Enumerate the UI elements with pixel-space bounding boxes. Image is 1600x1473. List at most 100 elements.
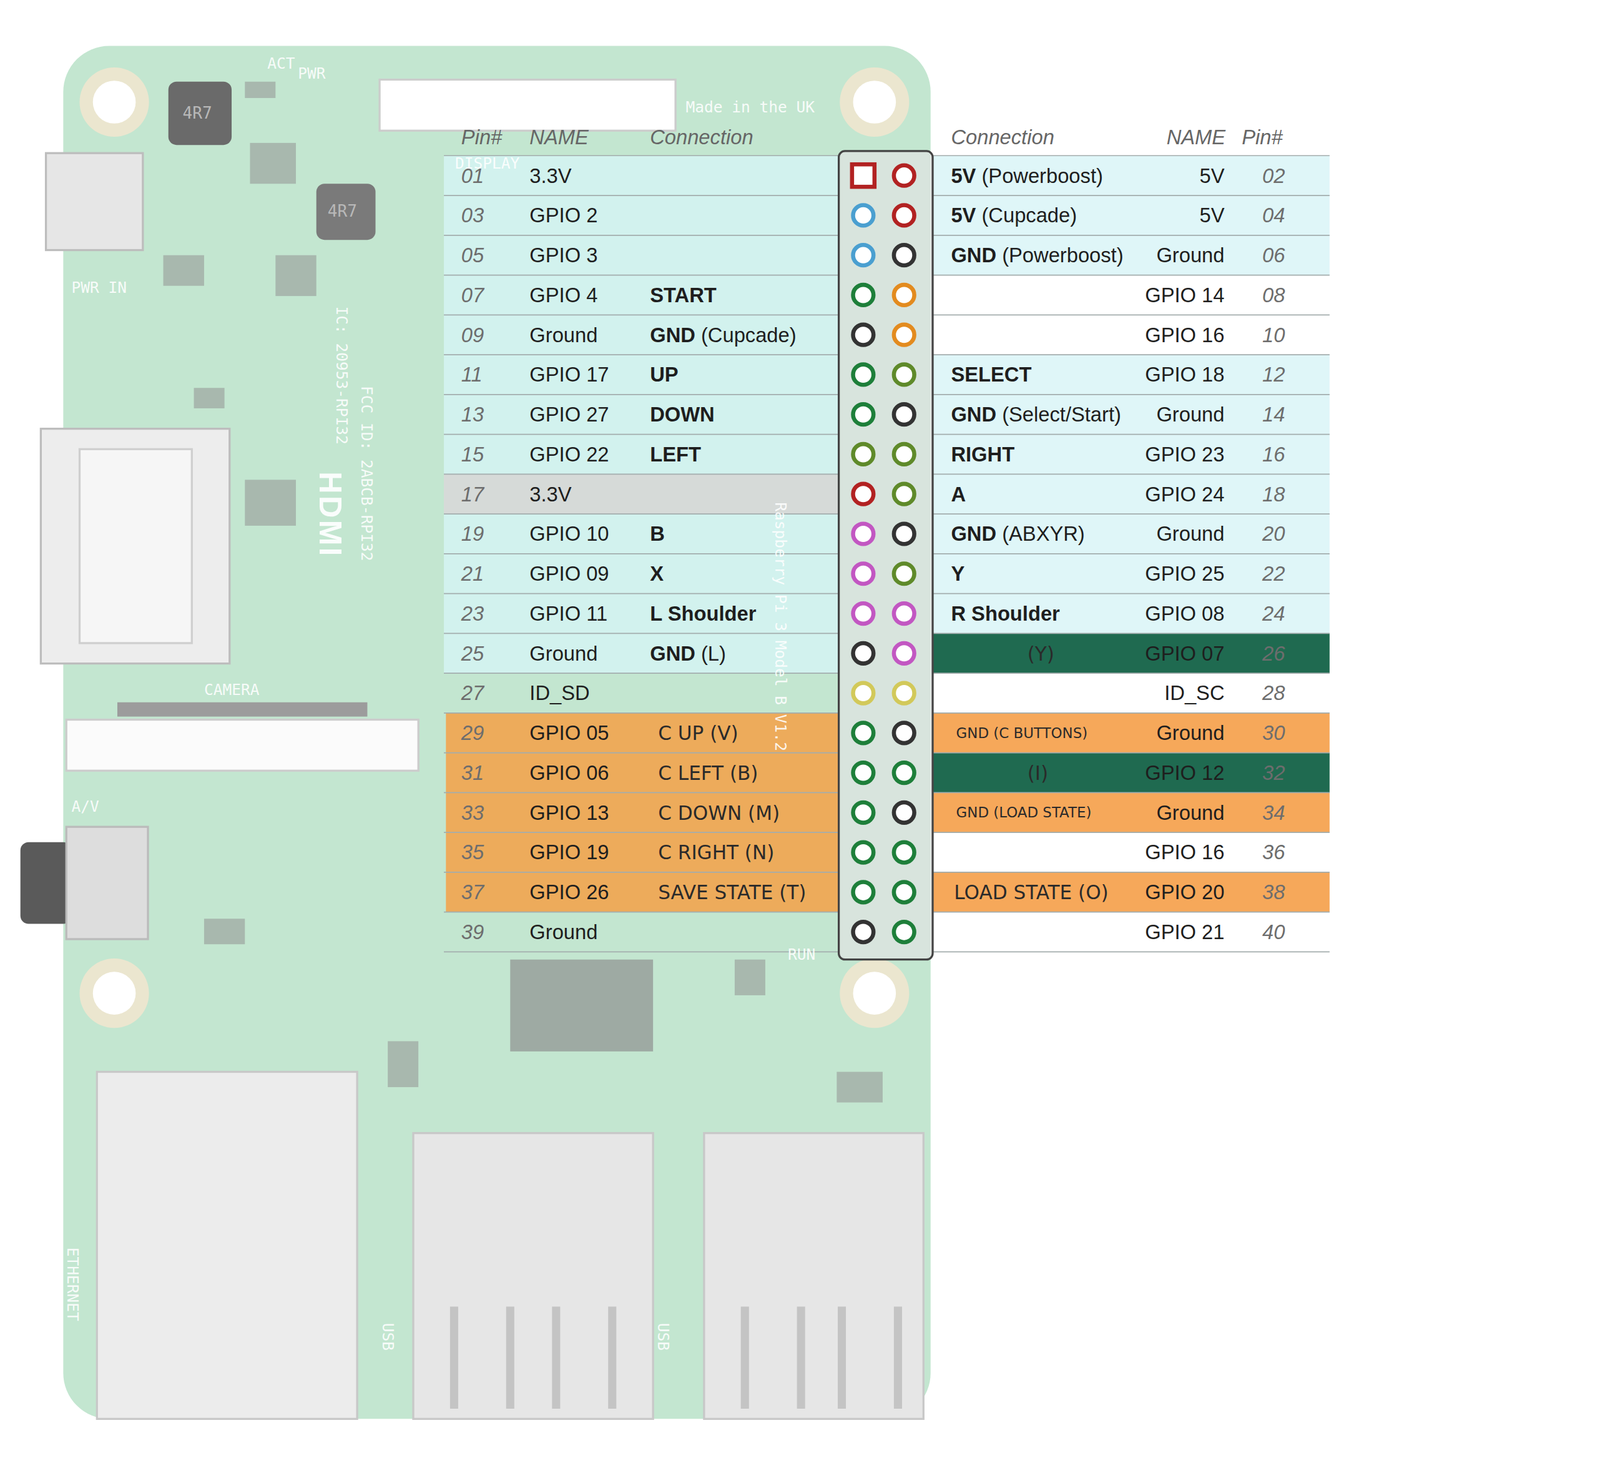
- pin: [893, 364, 915, 386]
- smd-part: [204, 918, 245, 944]
- pin: [893, 284, 915, 306]
- connection-label: (ABXYR): [1001, 520, 1085, 548]
- connection-label: SAVE STATE (T): [657, 878, 806, 906]
- pin-name: GPIO 2: [529, 202, 598, 230]
- pin: [853, 364, 874, 386]
- mounting-hole: [839, 67, 909, 137]
- row-band: [932, 872, 1330, 913]
- pin-name: GPIO 14: [1144, 281, 1225, 309]
- pin: [893, 603, 915, 624]
- column-header: NAME: [529, 123, 589, 151]
- hdmi-port: [40, 428, 230, 664]
- connection-label: GND (LOAD STATE): [956, 799, 1092, 826]
- usb-slots: [453, 1306, 898, 1409]
- camera-contacts: [117, 702, 368, 717]
- connection-label: Y: [950, 559, 965, 587]
- connection-label: C RIGHT (N): [657, 839, 775, 866]
- silkscreen-text: IC: 20953-RPI32: [328, 305, 355, 444]
- pin-number: 23: [461, 599, 484, 627]
- pin-number: 36: [1262, 839, 1285, 866]
- pin-name: Ground: [1156, 520, 1225, 548]
- pin-number: 14: [1262, 400, 1285, 428]
- usb-port: [704, 1133, 924, 1419]
- pin-name: Ground: [1156, 400, 1225, 428]
- column-header: Connection: [649, 123, 753, 151]
- pin-name: 5V: [1199, 202, 1225, 230]
- pin: [853, 802, 874, 823]
- pin: [853, 842, 874, 863]
- pin-name: GPIO 21: [1144, 918, 1225, 946]
- pin: [893, 324, 915, 346]
- connection-label: R Shoulder: [950, 599, 1060, 627]
- connection-label: LOAD STATE (O): [953, 878, 1109, 906]
- mounting-hole: [79, 958, 149, 1028]
- silkscreen-text: ETHERNET: [59, 1247, 86, 1321]
- connection-label: UP: [649, 361, 678, 389]
- inductor: [316, 183, 376, 240]
- pin: [893, 881, 915, 903]
- pin-name: GPIO 08: [1144, 599, 1225, 627]
- connection-label: 5V: [950, 202, 976, 230]
- silkscreen-text: Raspberry Pi 3 Model B V1.2: [767, 501, 794, 751]
- connection-label: GND: [649, 321, 696, 349]
- connection-label: C LEFT (B): [657, 759, 758, 786]
- smd-part: [163, 255, 205, 286]
- silkscreen-text: Made in the UK: [685, 93, 815, 121]
- pin: [893, 483, 915, 505]
- row-band: [932, 752, 1330, 793]
- pin: [893, 842, 915, 863]
- pin: [853, 523, 874, 545]
- pin-number: 08: [1262, 281, 1285, 309]
- pin-number: 21: [461, 559, 484, 587]
- pin: [853, 642, 874, 664]
- column-header: Connection: [950, 123, 1054, 151]
- pin-number: 17: [461, 480, 484, 508]
- silkscreen-text: PWR: [297, 59, 326, 87]
- pin-name: GPIO 16: [1144, 321, 1225, 349]
- pin: [853, 881, 874, 903]
- connection-label: (Y): [1027, 639, 1055, 667]
- pin: [853, 205, 874, 226]
- pin-number: 29: [461, 719, 484, 747]
- silkscreen-text: PWR IN: [71, 274, 127, 302]
- smd-part: [249, 142, 296, 184]
- connection-label: (Cupcade): [981, 202, 1077, 230]
- pin: [893, 443, 915, 465]
- pin: [893, 682, 915, 704]
- connection-label: (Powerboost): [1001, 241, 1124, 269]
- pin-number: 12: [1262, 361, 1285, 389]
- pin-number: 04: [1262, 202, 1285, 230]
- smd-part: [836, 1071, 883, 1103]
- pin-name: GPIO 10: [529, 520, 609, 548]
- pin-number: 28: [1262, 679, 1285, 707]
- silkscreen-text: USB: [374, 1322, 401, 1351]
- row-band: [932, 354, 1330, 634]
- mounting-hole: [79, 67, 149, 137]
- column-header: NAME: [1166, 123, 1226, 151]
- pin-name: GPIO 25: [1144, 559, 1225, 587]
- smd-part: [734, 959, 766, 996]
- pin-name: GPIO 07: [1144, 639, 1225, 667]
- pin-number: 33: [461, 799, 484, 826]
- connection-label: RIGHT: [950, 440, 1015, 468]
- pin-name: GPIO 20: [1144, 878, 1225, 906]
- pin-number: 26: [1262, 639, 1285, 667]
- ethernet-port: [96, 1071, 358, 1419]
- connection-label: 5V: [950, 162, 976, 190]
- lan-chip: [510, 959, 653, 1052]
- pin-name: Ground: [1156, 719, 1225, 747]
- pin: [893, 921, 915, 943]
- pin-name: Ground: [529, 321, 598, 349]
- pin-name: GPIO 18: [1144, 361, 1225, 389]
- column-header: Pin#: [461, 123, 502, 151]
- mounting-hole: [93, 971, 137, 1015]
- silkscreen-text: USB: [649, 1322, 677, 1351]
- pin-number: 07: [461, 281, 484, 309]
- connection-label: GND: [649, 639, 696, 667]
- audio-jack-body: [66, 826, 148, 939]
- mounting-hole: [853, 971, 897, 1015]
- smd-part: [387, 1040, 419, 1087]
- connection-label: X: [649, 559, 664, 587]
